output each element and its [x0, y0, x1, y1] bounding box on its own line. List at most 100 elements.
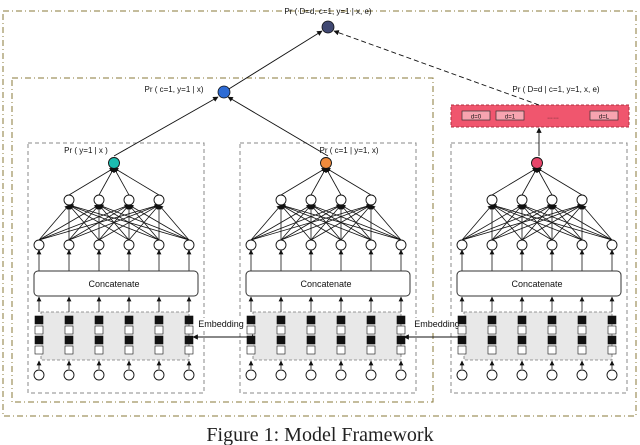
- embedding-cell: [396, 315, 406, 325]
- input-node: [275, 369, 287, 381]
- embedding-cell: [124, 315, 134, 325]
- connection-line: [491, 203, 613, 241]
- embedding-cell: [184, 315, 194, 325]
- hidden-node: [456, 239, 468, 251]
- outer-frame: [2, 10, 637, 417]
- output-node: [108, 157, 120, 169]
- embedding-cell: [487, 315, 497, 325]
- connection-line: [38, 204, 70, 241]
- hidden-node: [395, 239, 407, 251]
- connection-line: [280, 167, 327, 196]
- embedding-cell: [487, 325, 497, 335]
- module-frame-left: [27, 142, 205, 394]
- embedding-label-bg: [410, 318, 464, 330]
- distribution-band: [450, 104, 630, 128]
- connection-line: [280, 204, 342, 241]
- input-node: [576, 369, 588, 381]
- embedding-cell: [246, 325, 256, 335]
- embedding-cell: [276, 325, 286, 335]
- hidden-node: [546, 239, 558, 251]
- embedding-cell: [64, 345, 74, 355]
- output-node: [320, 157, 332, 169]
- embedding-cell: [366, 325, 376, 335]
- embedding-cell: [34, 325, 44, 335]
- connection-line: [581, 204, 613, 241]
- input-node: [546, 369, 558, 381]
- connection-line: [461, 204, 493, 241]
- connection-line: [536, 167, 583, 196]
- embedding-cell: [457, 345, 467, 355]
- connection-line: [68, 204, 130, 241]
- embedding-cell: [607, 335, 617, 345]
- embedding-cell: [184, 345, 194, 355]
- embedding-cell: [184, 335, 194, 345]
- top-probability-node: [321, 20, 335, 34]
- embedding-cell: [457, 325, 467, 335]
- embedding-region: [252, 311, 402, 361]
- embedding-cell: [457, 335, 467, 345]
- hidden-node: [63, 194, 75, 206]
- embedding-label: Embedding: [414, 319, 460, 329]
- connection-line: [491, 204, 583, 241]
- embedding-cell: [577, 315, 587, 325]
- embedding-cell: [306, 315, 316, 325]
- concatenate-box: [456, 270, 622, 297]
- embedding-cell: [306, 345, 316, 355]
- output-node: [531, 157, 543, 169]
- embedding-cell: [577, 325, 587, 335]
- d-box: [589, 110, 619, 121]
- embedding-cell: [547, 335, 557, 345]
- connection-line: [113, 167, 160, 196]
- embedding-cell: [276, 315, 286, 325]
- hidden-node: [576, 239, 588, 251]
- hidden-node: [576, 194, 588, 206]
- embedding-cell: [396, 325, 406, 335]
- connection-line: [280, 204, 372, 241]
- connection-line: [250, 204, 282, 241]
- input-node: [456, 369, 468, 381]
- input-node: [486, 369, 498, 381]
- embedding-cell: [94, 315, 104, 325]
- embedding-cell: [94, 335, 104, 345]
- embedding-cell: [154, 325, 164, 335]
- embedding-cell: [487, 335, 497, 345]
- embedding-cell: [306, 325, 316, 335]
- connection-line: [340, 204, 402, 241]
- ellipsis-text: ……: [547, 115, 559, 121]
- connection-line: [68, 203, 190, 241]
- hidden-node: [546, 194, 558, 206]
- connection-line: [98, 167, 115, 196]
- input-node: [365, 369, 377, 381]
- embedding-cell: [94, 345, 104, 355]
- embedding-region: [463, 311, 613, 361]
- d-box: [461, 110, 491, 121]
- embedding-cell: [607, 325, 617, 335]
- embedding-cell: [517, 315, 527, 325]
- hidden-node: [516, 194, 528, 206]
- connection-line: [551, 204, 613, 241]
- embedding-label-bg: [194, 318, 248, 330]
- hidden-node: [486, 194, 498, 206]
- embedding-cell: [34, 345, 44, 355]
- hidden-node: [365, 239, 377, 251]
- module-frame-middle: [239, 142, 417, 394]
- upper-connections: [113, 30, 542, 157]
- d-box-label: d=1: [505, 115, 516, 121]
- embedding-cell: [607, 345, 617, 355]
- input-node: [305, 369, 317, 381]
- embedding-cell: [154, 345, 164, 355]
- embedding-cell: [94, 325, 104, 335]
- connection-line: [113, 167, 130, 196]
- hidden-node: [33, 239, 45, 251]
- embedding-cell: [517, 345, 527, 355]
- input-node: [153, 369, 165, 381]
- embedding-cell: [124, 345, 134, 355]
- connection-line: [68, 204, 160, 241]
- connection-line: [128, 204, 190, 241]
- embedding-cell: [577, 345, 587, 355]
- figure-caption: Figure 1: Model Framework: [206, 424, 433, 445]
- hidden-node: [275, 194, 287, 206]
- formula-right: Pr ( D=d | c=1, y=1, x, e): [512, 85, 600, 94]
- d-box: [495, 110, 525, 121]
